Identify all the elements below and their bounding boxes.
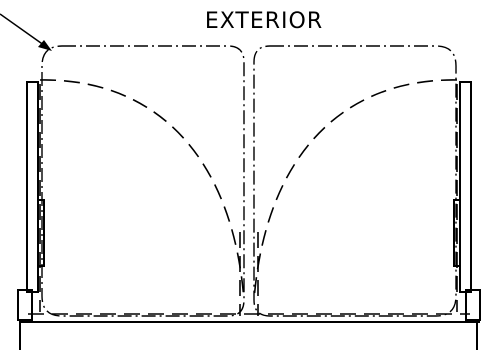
panel-edges bbox=[28, 84, 470, 315]
left-door-swing-arc bbox=[39, 79, 245, 301]
left-door-leaf-outline bbox=[41, 45, 245, 317]
right-door-leaf-outline bbox=[253, 45, 457, 317]
leader-arrow bbox=[0, 13, 52, 51]
center-meeting-stiles bbox=[239, 232, 259, 316]
right-door-swing-arc bbox=[253, 79, 458, 301]
exterior-label: EXTERIOR bbox=[205, 9, 323, 34]
left-frame-jamb bbox=[17, 81, 45, 350]
right-frame-jamb bbox=[453, 81, 481, 350]
